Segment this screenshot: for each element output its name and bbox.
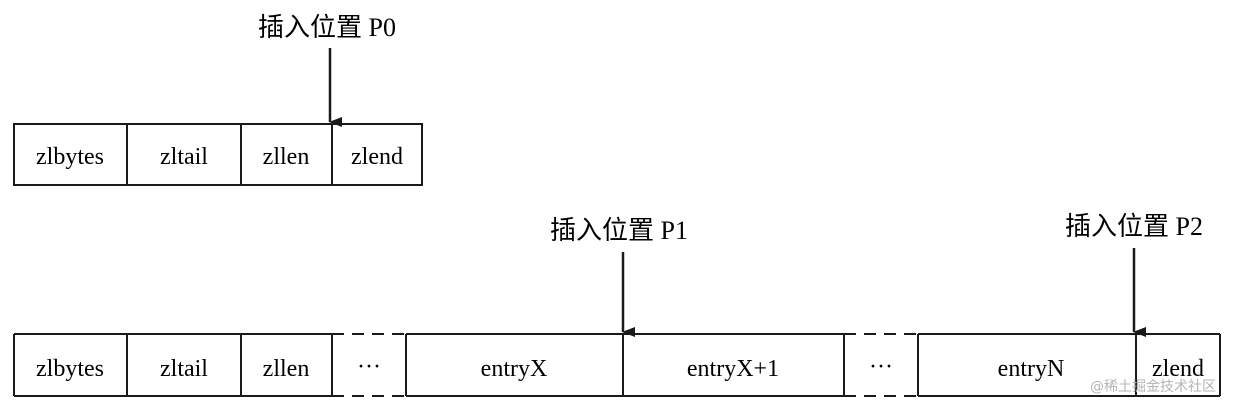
pointer-label-p2: 插入位置 P2	[1065, 212, 1203, 241]
row2-cell-zltail: zltail	[160, 356, 208, 382]
row2-cell-zlbytes: zlbytes	[36, 356, 104, 382]
pointer-label-p1: 插入位置 P1	[550, 216, 688, 245]
ziplist-row-2: zlbytes zltail zllen ··· entryX entryX+1…	[13, 212, 1221, 397]
row2-cell-zllen: zllen	[263, 356, 310, 382]
row2-cell-ellipsis-2: ···	[869, 354, 893, 380]
row2-cell-entryX-plus-1: entryX+1	[687, 356, 779, 382]
row1-cell-zllen: zllen	[263, 144, 310, 170]
row1-cell-zltail: zltail	[160, 144, 208, 170]
row1-cell-zlend: zlend	[351, 144, 403, 170]
row1-cell-zlbytes: zlbytes	[36, 144, 104, 170]
row2-cell-zlend: zlend	[1152, 356, 1204, 382]
row1-outline	[13, 123, 423, 186]
watermark-text: @稀土掘金技术社区	[1090, 379, 1216, 395]
row2-cell-ellipsis-1: ···	[357, 354, 381, 380]
row2-cell-entryX: entryX	[481, 356, 548, 382]
ziplist-row-1: zlbytes zltail zllen zlend 插入位置 P0	[13, 13, 423, 186]
row2-cell-entryN: entryN	[998, 356, 1065, 382]
pointer-label-p0: 插入位置 P0	[258, 13, 396, 42]
